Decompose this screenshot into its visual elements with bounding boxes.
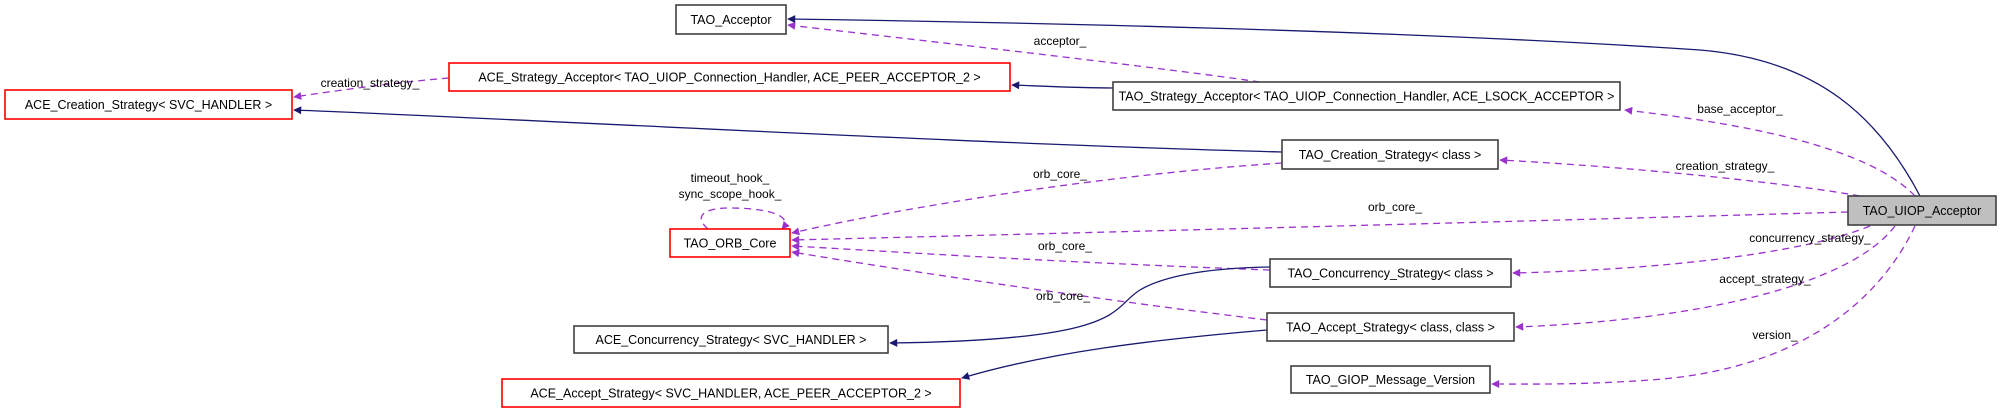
edge-tao-accept-strategy-to-tao-orb-core (791, 249, 1268, 321)
edge-label: base_acceptor_ (1697, 102, 1783, 116)
edge-label: orb_core_ (1033, 167, 1087, 181)
node-tao-orb-core[interactable]: TAO_ORB_Core (669, 228, 791, 258)
edge-tao-creation-strategy-to-ace-creation-strategy (293, 106, 1283, 153)
node-tao-acceptor[interactable]: TAO_Acceptor (675, 4, 787, 35)
edge-label: timeout_hook_ (691, 171, 770, 185)
node-box[interactable] (1281, 139, 1499, 170)
edge-label: acceptor_ (1034, 34, 1087, 48)
node-label: TAO_Accept_Strategy< class, class > (1286, 321, 1495, 335)
node-box[interactable] (448, 62, 1011, 92)
node-tao-creation-strategy[interactable]: TAO_Creation_Strategy< class > (1281, 139, 1499, 170)
edge-tao-uiop-acceptor-to-tao-giop-message-version (1491, 225, 1916, 389)
edge-tao-uiop-acceptor-to-tao-strategy-acceptor (1624, 106, 1916, 197)
edge-tao-accept-strategy-to-ace-accept-strategy (961, 329, 1268, 380)
edge-tao-concurrency-strategy-to-ace-concurrency-strategy (889, 266, 1271, 347)
edge-tao-creation-strategy-to-tao-orb-core (791, 162, 1283, 236)
node-tao-strategy-acceptor[interactable]: TAO_Strategy_Acceptor< TAO_UIOP_Connecti… (1112, 81, 1621, 111)
edge-tao-uiop-acceptor-to-tao-accept-strategy (1515, 225, 1896, 331)
node-box[interactable] (1290, 365, 1491, 394)
node-tao-concurrency-strategy[interactable]: TAO_Concurrency_Strategy< class > (1269, 258, 1512, 288)
edge-label: orb_core_ (1038, 239, 1092, 253)
edge-tao-concurrency-strategy-to-tao-orb-core (791, 242, 1271, 271)
node-label: ACE_Accept_Strategy< SVC_HANDLER, ACE_PE… (530, 387, 931, 401)
node-box[interactable] (1112, 81, 1621, 111)
node-label: TAO_Acceptor (690, 13, 771, 27)
node-ace-strategy-acceptor[interactable]: ACE_Strategy_Acceptor< TAO_UIOP_Connecti… (448, 62, 1011, 92)
node-box[interactable] (573, 325, 889, 354)
node-label: TAO_Strategy_Acceptor< TAO_UIOP_Connecti… (1119, 90, 1615, 104)
edge-labels-layer: acceptor_ creation_strategy_ base_acceptor… (321, 34, 1871, 342)
edge-label: creation_strategy_ (1676, 159, 1775, 173)
node-box[interactable] (1266, 312, 1515, 342)
node-tao-uiop-acceptor[interactable]: TAO_UIOP_Acceptor (1847, 195, 1997, 226)
edge-label: orb_core_ (1036, 289, 1090, 303)
edge-tao-strategy-acceptor-to-tao-acceptor (787, 21, 1261, 83)
edge-label: sync_scope_hook_ (679, 187, 782, 201)
edge-label: concurrency_strategy_ (1749, 231, 1871, 245)
edge-label: creation_strategy_ (321, 76, 420, 90)
node-box[interactable] (4, 89, 293, 120)
node-label: ACE_Creation_Strategy< SVC_HANDLER > (25, 98, 272, 112)
edge-label: version_ (1752, 328, 1798, 342)
node-box[interactable] (1847, 195, 1997, 226)
edge-tao-uiop-acceptor-to-tao-orb-core (791, 211, 1849, 244)
edge-tao-strategy-acceptor-to-ace-strategy-acceptor (1011, 81, 1114, 90)
node-label: ACE_Concurrency_Strategy< SVC_HANDLER > (596, 333, 867, 347)
edge-tao-uiop-acceptor-to-tao-creation-strategy (1499, 156, 1861, 197)
node-label: TAO_GIOP_Message_Version (1306, 373, 1475, 387)
edge-label: accept_strategy_ (1719, 272, 1811, 286)
node-label: TAO_ORB_Core (684, 237, 777, 251)
edge-ace-strategy-acceptor-to-ace-creation-strategy (293, 77, 450, 100)
node-ace-accept-strategy[interactable]: ACE_Accept_Strategy< SVC_HANDLER, ACE_PE… (501, 378, 961, 408)
node-ace-concurrency-strategy[interactable]: ACE_Concurrency_Strategy< SVC_HANDLER > (573, 325, 889, 354)
edge-tao-uiop-acceptor-to-tao-acceptor (787, 15, 1921, 197)
node-label: TAO_Concurrency_Strategy< class > (1287, 267, 1493, 281)
edge-tao-orb-core-to-tao-orb-core (700, 207, 790, 230)
edge-label: orb_core_ (1368, 200, 1422, 214)
edges-layer (293, 15, 1921, 389)
node-label: TAO_UIOP_Acceptor (1863, 204, 1982, 218)
node-box[interactable] (669, 228, 791, 258)
node-tao-accept-strategy[interactable]: TAO_Accept_Strategy< class, class > (1266, 312, 1515, 342)
node-box[interactable] (501, 378, 961, 408)
node-ace-creation-strategy[interactable]: ACE_Creation_Strategy< SVC_HANDLER > (4, 89, 293, 120)
edge-tao-uiop-acceptor-to-tao-concurrency-strategy (1512, 225, 1871, 277)
node-tao-giop-message-version[interactable]: TAO_GIOP_Message_Version (1290, 365, 1491, 394)
node-label: ACE_Strategy_Acceptor< TAO_UIOP_Connecti… (478, 71, 980, 85)
node-box[interactable] (675, 4, 787, 35)
node-label: TAO_Creation_Strategy< class > (1299, 148, 1482, 162)
node-box[interactable] (1269, 258, 1512, 288)
